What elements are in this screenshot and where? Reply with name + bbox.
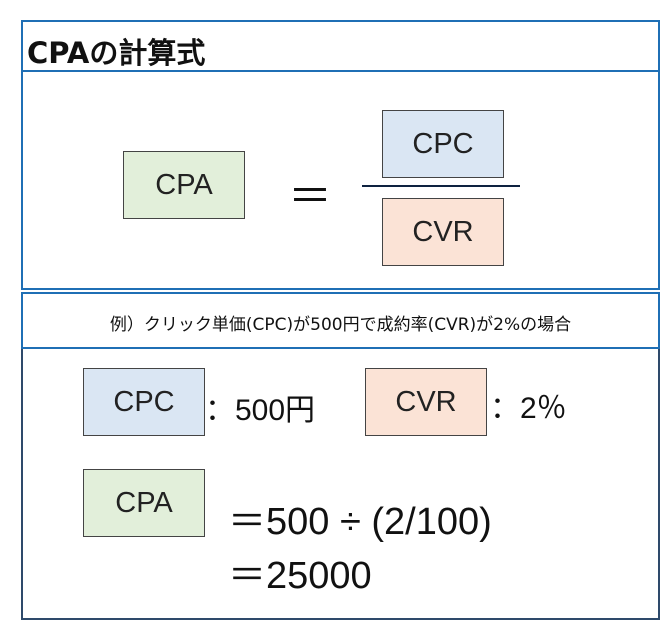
example-caption: 例）クリック単価(CPC)が500円で成約率(CVR)が2%の場合 [109,315,572,335]
calc-cvr-box: CVR [365,368,487,436]
formula-cpa-box: CPA [123,151,245,219]
calc-line-2: ＝25000 [228,555,372,597]
formula-denominator-cvr-box: CVR [382,198,504,266]
calc-cpa-box: CPA [83,469,205,537]
fraction-line [362,185,520,187]
title-panel: CPAの計算式 [21,20,660,72]
page-title: CPAの計算式 [27,36,206,70]
example-caption-panel: 例）クリック単価(CPC)が500円で成約率(CVR)が2%の場合 [21,292,660,349]
formula-equals-sign: ＝ [288,172,332,221]
calc-cpc-box: CPC [83,368,205,436]
calc-cvr-value: ：2％ [490,392,567,425]
calc-line-1: ＝500 ÷ (2/100) [228,501,492,543]
formula-panel [21,72,660,290]
formula-numerator-cpc-box: CPC [382,110,504,178]
calc-cpc-value: ：500円 [205,394,316,427]
